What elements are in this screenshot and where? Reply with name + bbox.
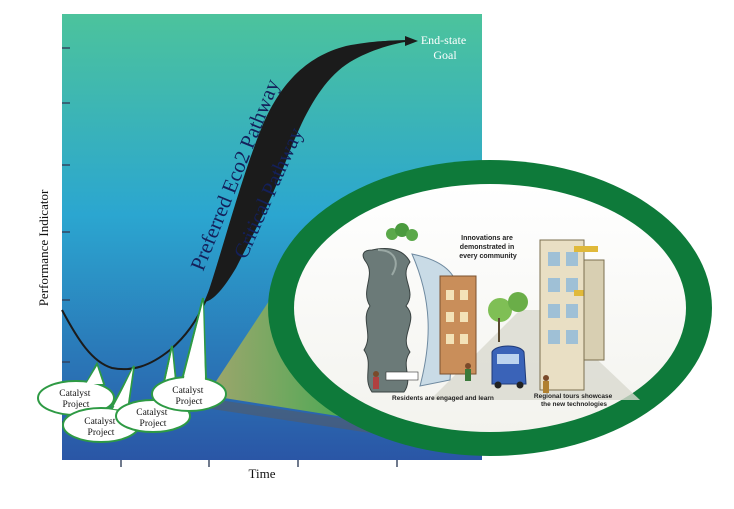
x-axis-ticks [120, 460, 398, 467]
end-state-arrowhead [405, 36, 418, 46]
caption-innovations: Innovations are demonstrated in every co… [459, 235, 517, 260]
svg-text:Catalyst Project: Catalyst Project [59, 389, 93, 410]
caption-regional-tours: Regional tours showcase the new technolo… [534, 393, 614, 408]
svg-text:Catalyst Project: Catalyst Project [136, 408, 170, 429]
x-axis-label: Time [249, 466, 276, 481]
critical-pathway-band [205, 40, 410, 303]
end-state-label: End-state Goal [421, 33, 469, 62]
caption-residents: Residents are engaged and learn [392, 395, 494, 402]
catalyst-bubble-4: Catalyst Project [151, 297, 227, 412]
y-axis-label: Performance Indicator [36, 189, 51, 306]
svg-text:Catalyst Project: Catalyst Project [84, 417, 118, 438]
street-sketch-illustration [362, 223, 640, 400]
svg-text:Catalyst Project: Catalyst Project [172, 386, 206, 407]
